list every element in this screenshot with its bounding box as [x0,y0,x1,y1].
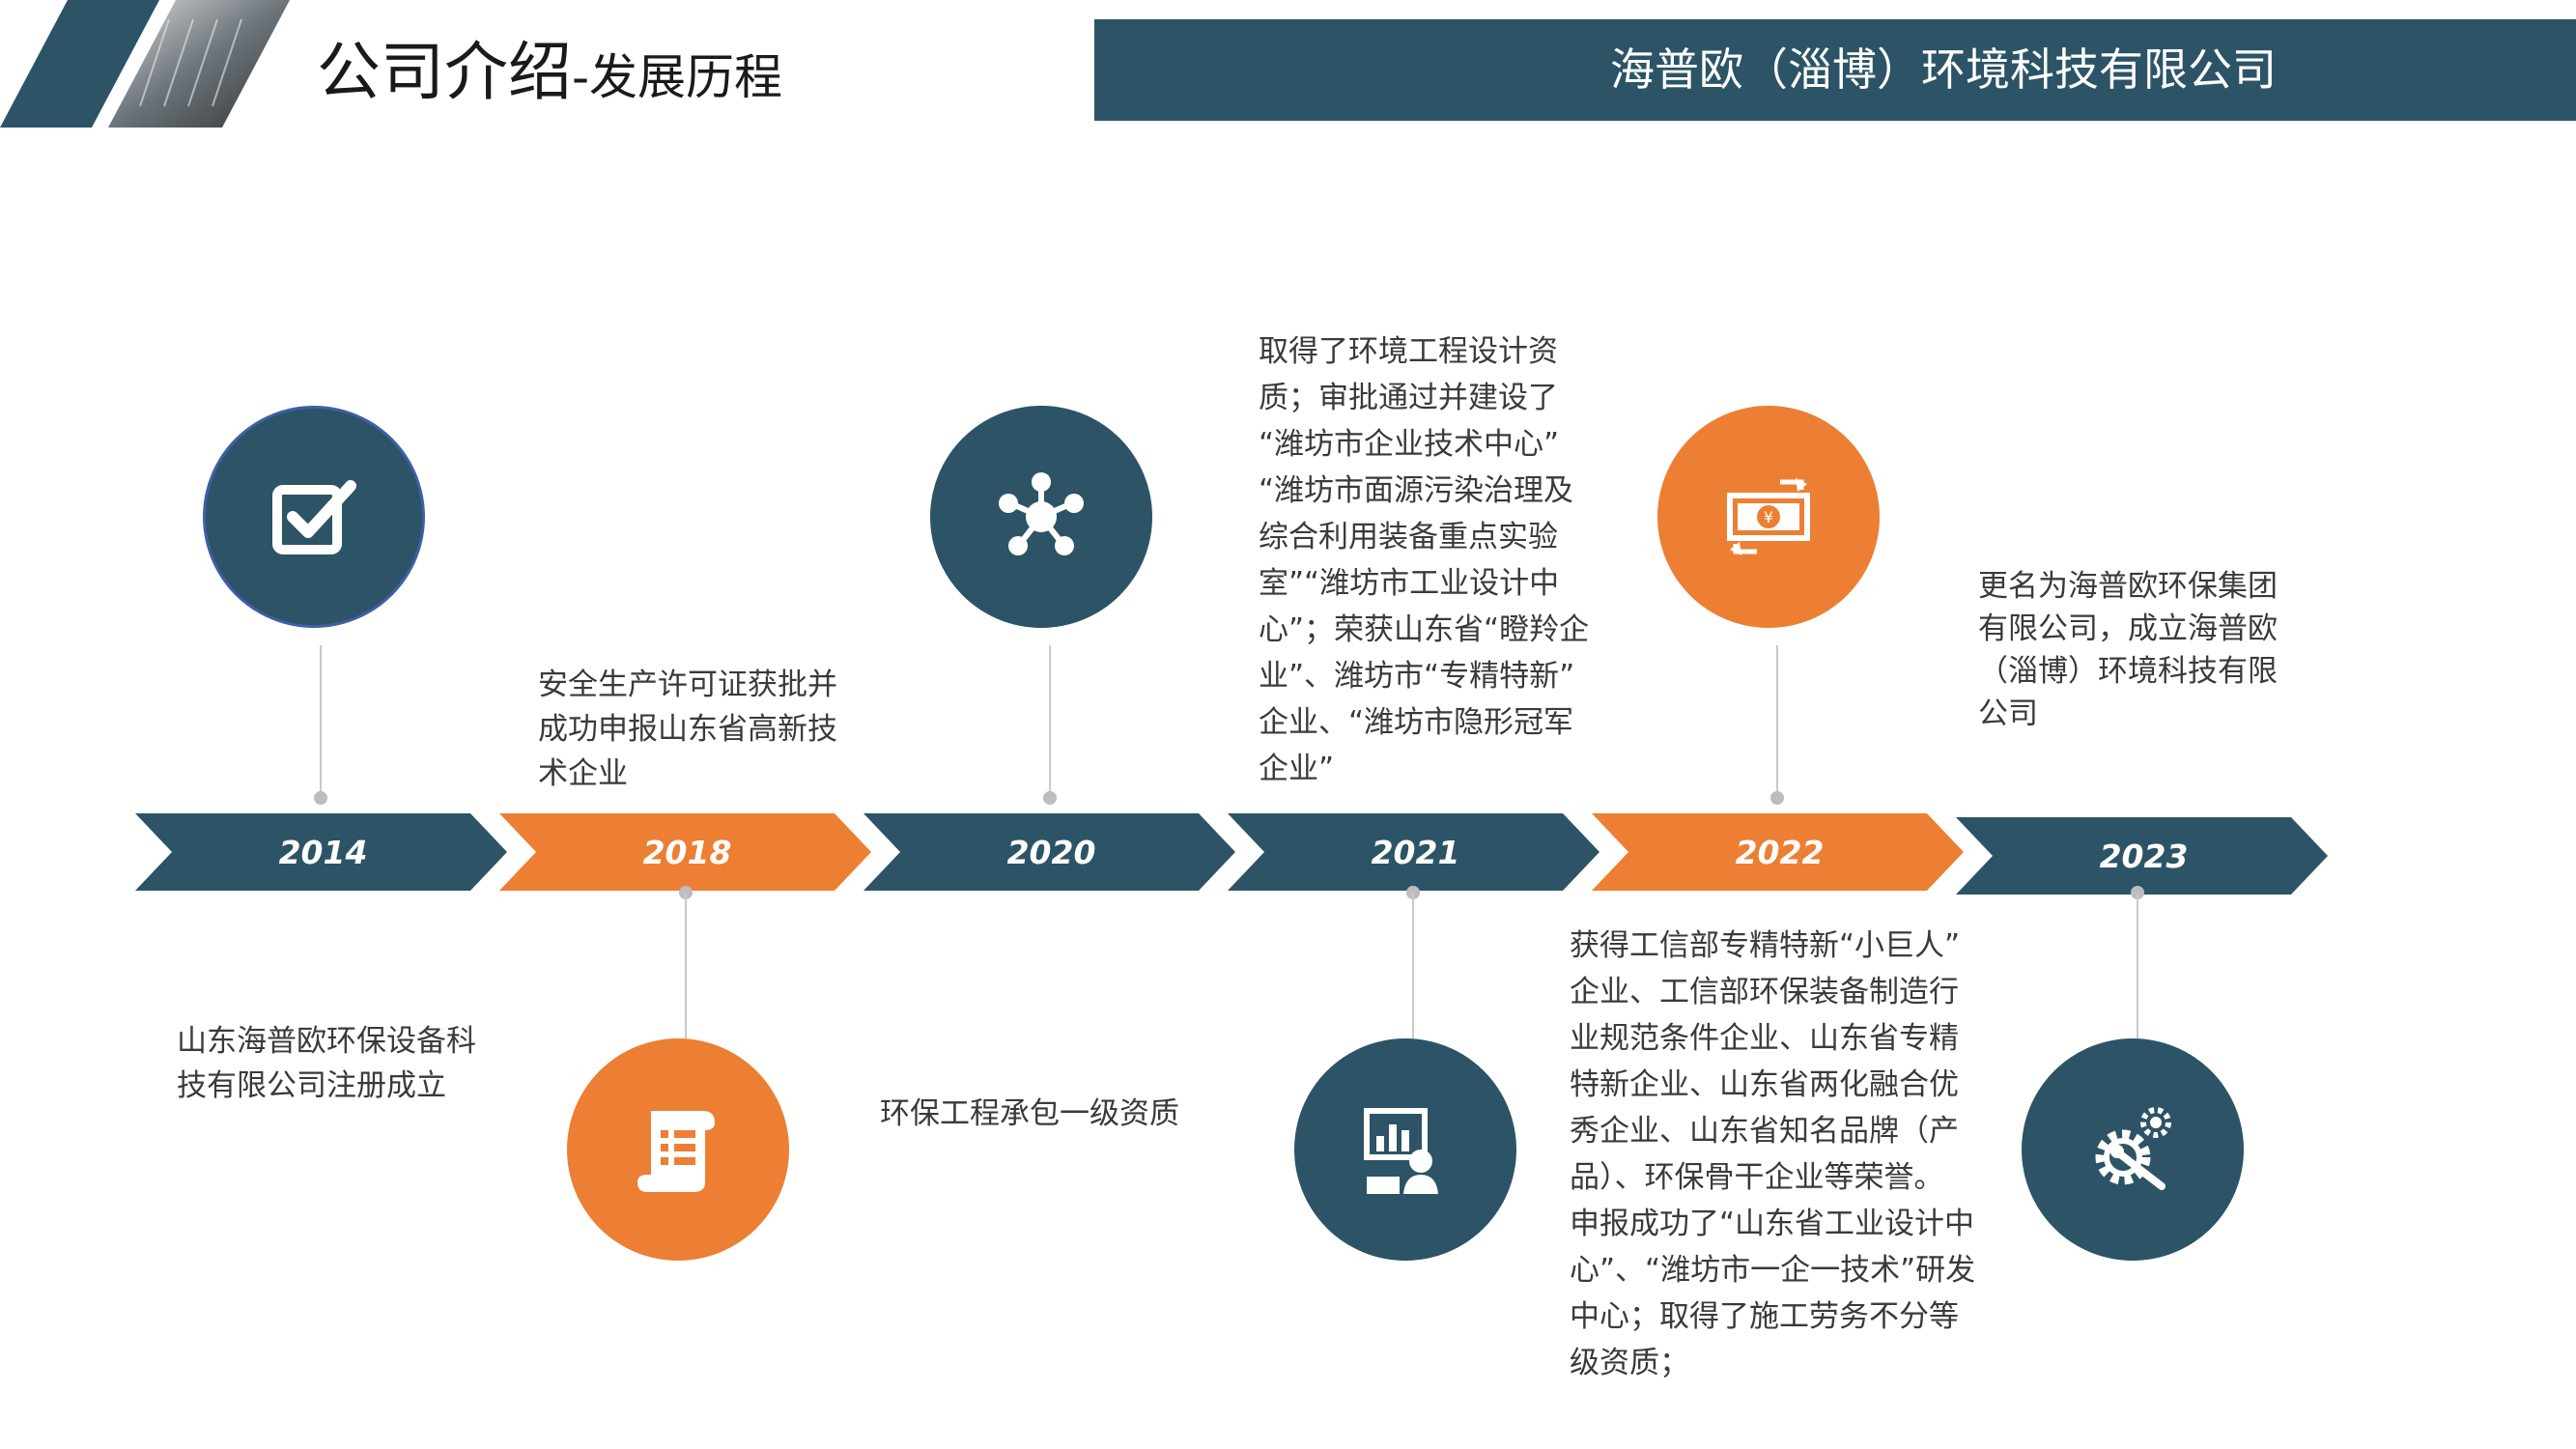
timeline-chevron-2021 [1228,813,1599,891]
milestone-circle-2020 [930,406,1152,628]
page-title-main: 公司介绍 [317,35,572,109]
timeline-chevron-2020 [863,813,1235,891]
milestone-circle-2018 [567,1038,789,1261]
connector-2020 [1049,645,1051,800]
page-subtitle: -发展历程 [572,49,783,105]
milestone-circle-2023 [2022,1038,2244,1261]
timeline-year-2020: 2020 [1007,834,1096,871]
company-banner: 海普欧（淄博）环境科技有限公司 [1094,19,2576,121]
milestone-desc-2014: 山东海普欧环保设备科 技有限公司注册成立 [177,1024,476,1103]
timeline-year-2022: 2022 [1736,834,1825,871]
connector-dot-2021 [1406,886,1420,899]
timeline-chevron-2022 [1592,813,1964,891]
milestone-desc-2018: 安全生产许可证获批并 成功申报山东省高新技 术企业 [538,668,837,791]
timeline-year-2021: 2021 [1372,834,1460,871]
network-hub-icon [999,472,1084,555]
timeline-chevron-2018 [499,813,871,891]
connector-2021 [1412,894,1414,1038]
timeline-year-2014: 2014 [279,834,368,871]
milestone-desc-2020: 环保工程承包一级资质 [880,1096,1179,1131]
connector-dot-2023 [2131,886,2144,899]
connector-2022 [1776,645,1778,800]
milestone-desc-2021: 取得了环境工程设计资 质；审批通过并建设了 “潍坊市企业技术中心” “潍坊市面源… [1259,334,1590,786]
presentation-analytics-icon [1364,1108,1438,1194]
milestone-circle-2014 [203,406,425,628]
connector-dot-2018 [679,886,693,899]
timeline-chevron-2023 [1956,817,2328,895]
timeline-chevron-2014 [135,813,507,891]
connector-dot-2020 [1043,791,1057,805]
checkbox-icon [272,480,356,554]
company-name: 海普欧（淄博）环境科技有限公司 [1610,43,2277,96]
milestone-desc-2023: 更名为海普欧环保集团 有限公司，成立海普欧 （淄博）环境科技有限 公司 [1978,569,2278,731]
timeline-year-2018: 2018 [643,834,732,871]
connector-dot-2014 [314,791,327,805]
connector-2014 [320,645,322,800]
document-scroll-icon [637,1111,715,1192]
currency-symbol: ¥ [1764,508,1773,526]
milestone-circle-2022: ¥ [1657,406,1880,628]
connector-dot-2022 [1770,791,1784,805]
connector-2023 [2137,894,2138,1038]
gear-settings-icon [2095,1107,2171,1190]
milestone-desc-2022: 获得工信部专精特新“小巨人” 企业、工信部环保装备制造行 业规范条件企业、山东省… [1570,928,1976,1380]
page-title: 公司介绍-发展历程 [317,29,782,121]
money-exchange-icon: ¥ [1727,478,1810,555]
milestone-circle-2021 [1294,1038,1516,1261]
timeline-arrow-bar: 2014 2018 2020 2021 2022 2023 [135,813,2328,895]
timeline-year-2023: 2023 [2100,838,2189,875]
connector-2018 [685,894,687,1038]
header-decoration [0,0,290,128]
